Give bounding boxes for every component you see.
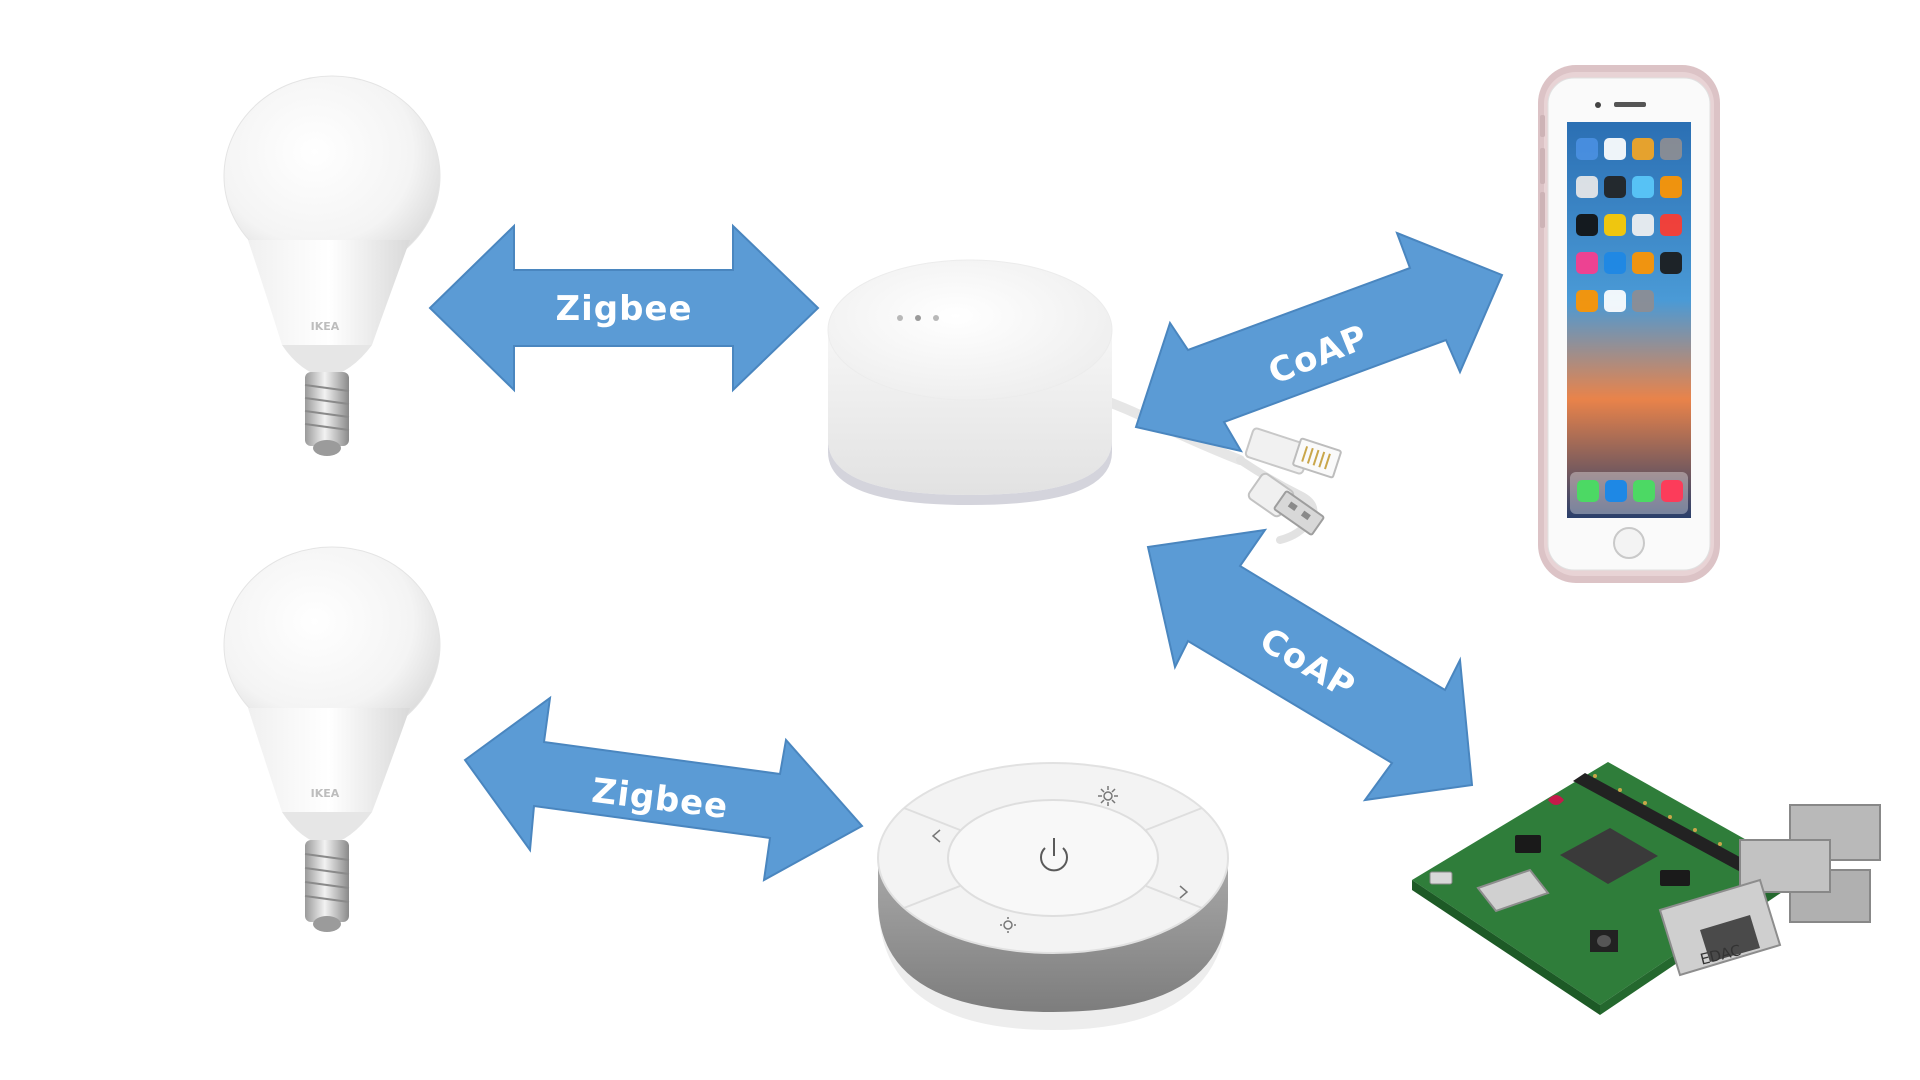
hdmi-port bbox=[1476, 868, 1550, 913]
brightness-down-icon bbox=[1000, 917, 1016, 933]
usb-ports bbox=[1739, 804, 1881, 923]
status-led bbox=[897, 315, 903, 321]
arrow-zigbee-bottom: Zigbee bbox=[463, 695, 864, 882]
arrow-coap-pi: CoAP bbox=[1146, 528, 1474, 802]
ethernet-port: EDAC bbox=[1658, 878, 1782, 977]
app-icon-grid bbox=[1570, 138, 1688, 514]
arrow-zigbee-top: Zigbee bbox=[428, 223, 820, 393]
status-led bbox=[915, 315, 921, 321]
light-bulb-top: IKEA bbox=[223, 75, 441, 456]
home-button bbox=[1613, 527, 1645, 559]
ethernet-plug bbox=[1244, 427, 1342, 479]
remote-control bbox=[877, 762, 1229, 1030]
audio-jack bbox=[1590, 930, 1618, 952]
chevron-right-icon bbox=[1179, 885, 1189, 899]
raspberry-pi-board: EDAC bbox=[1412, 762, 1881, 1015]
bulb-brand-logo: IKEA bbox=[311, 787, 340, 800]
brightness-up-icon bbox=[1098, 786, 1118, 806]
gateway-hub bbox=[827, 259, 1342, 544]
usb-plug bbox=[1247, 472, 1325, 536]
zigbee-label-top: Zigbee bbox=[555, 289, 692, 329]
status-led bbox=[933, 315, 939, 321]
light-bulb-bottom: IKEA bbox=[223, 546, 441, 932]
bulb-brand-logo: IKEA bbox=[311, 320, 340, 333]
smartphone bbox=[1538, 65, 1720, 583]
chevron-left-icon bbox=[931, 829, 941, 843]
power-icon bbox=[1040, 838, 1068, 872]
raspberry-logo bbox=[1548, 795, 1564, 805]
arrow-coap-phone: CoAP bbox=[1134, 231, 1504, 453]
